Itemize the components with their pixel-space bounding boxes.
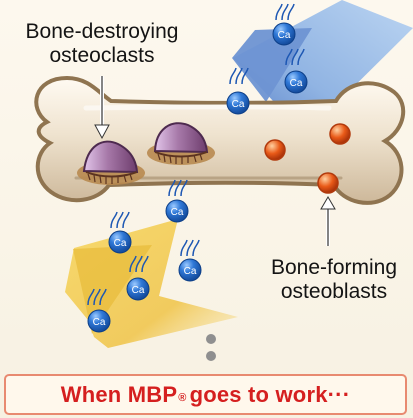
calcium-ion-icon: Ca xyxy=(109,212,131,253)
osteoblast-cell-icon xyxy=(265,140,285,160)
calcium-ion-icon: Ca xyxy=(273,4,295,45)
registered-mark: ® xyxy=(178,392,186,404)
calcium-ion-icon: Ca xyxy=(166,180,188,222)
osteoblast-pointer-arrow xyxy=(321,197,335,246)
osteoblast-label-line-2: osteoblasts xyxy=(260,280,408,304)
osteoclast-label: Bone-destroying osteoclasts xyxy=(4,20,200,68)
footer-suffix: goes to work··· xyxy=(190,382,351,407)
calcium-ion-label: Ca xyxy=(171,207,184,218)
osteoblast-cell-icon xyxy=(318,173,338,193)
calcium-ion-label: Ca xyxy=(232,99,245,110)
calcium-ion-label: Ca xyxy=(93,317,106,328)
calcium-ion-icon: Ca xyxy=(179,240,201,281)
calcium-ion-label: Ca xyxy=(114,238,127,249)
osteoblast-label: Bone-forming osteoblasts xyxy=(260,256,408,304)
calcium-ion-label: Ca xyxy=(132,285,145,296)
osteoblast-cell-icon xyxy=(330,124,350,144)
osteoclast-label-line-2: osteoclasts xyxy=(4,44,200,68)
calcium-ion-label: Ca xyxy=(184,266,197,277)
osteoblast-label-line-1: Bone-forming xyxy=(260,256,408,280)
footer-prefix: When MBP xyxy=(61,382,177,407)
osteoclast-label-line-1: Bone-destroying xyxy=(4,20,200,44)
footer-text: When MBP® goes to work··· xyxy=(61,383,350,410)
continuation-dots xyxy=(206,334,216,361)
footer-banner: When MBP® goes to work··· xyxy=(4,374,407,415)
calcium-ion-label: Ca xyxy=(290,78,303,89)
calcium-ion-label: Ca xyxy=(278,30,291,41)
